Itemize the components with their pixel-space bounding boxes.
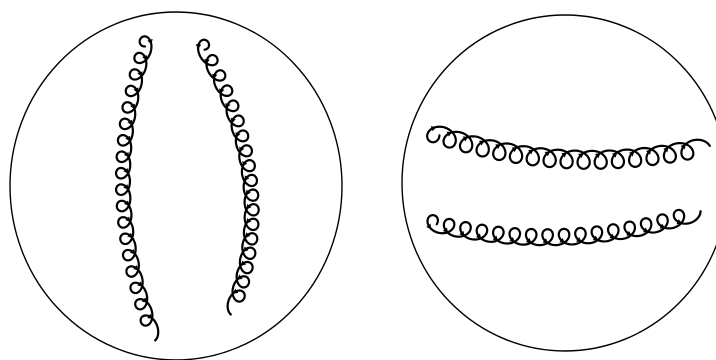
- panel-left-circle: [10, 12, 342, 360]
- seam-top: [427, 127, 710, 169]
- seam-bottom: [427, 210, 701, 245]
- seam-right-coil-path: [198, 40, 259, 315]
- arrowhead-icon: [148, 40, 152, 44]
- arrowhead-icon: [226, 104, 230, 108]
- panel-right-circle: [402, 15, 716, 351]
- seam-left-coil-path: [116, 36, 158, 340]
- panel-right: [402, 15, 716, 351]
- seam-left: [116, 36, 158, 340]
- seam-right: [196, 40, 258, 315]
- seam-bottom-coil-path: [427, 210, 700, 245]
- panel-left: [10, 12, 342, 360]
- arrowhead-icon: [196, 45, 200, 49]
